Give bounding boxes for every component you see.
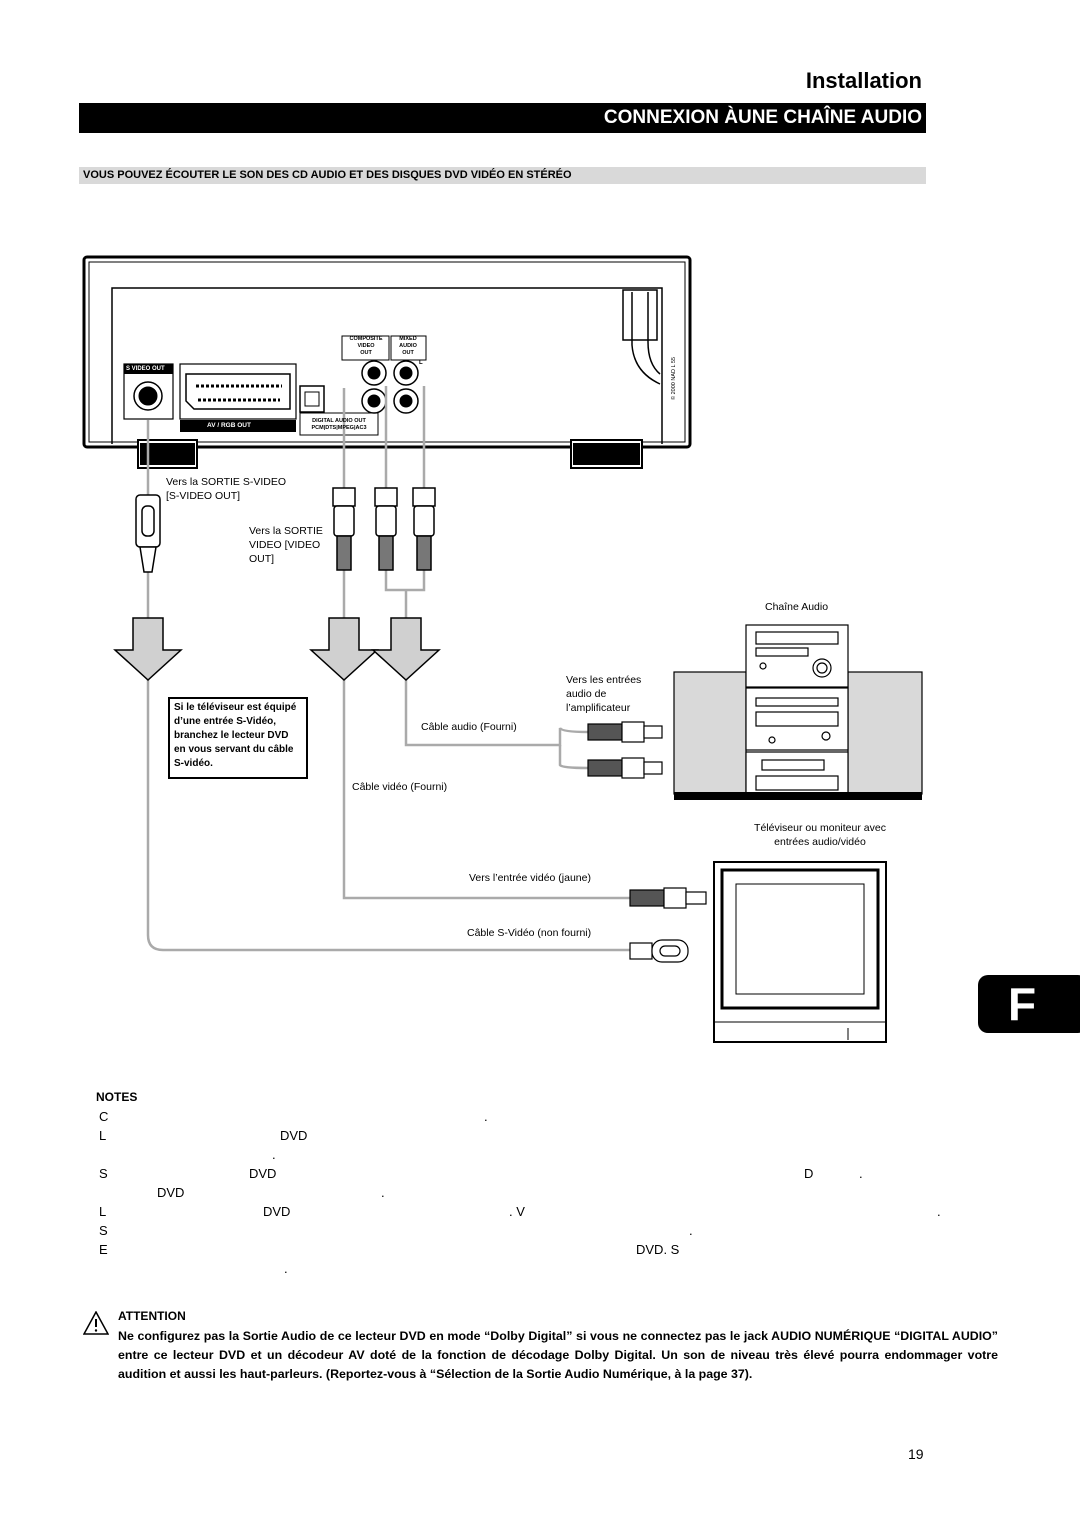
composite-line-3: OUT — [360, 350, 372, 356]
note-text: L — [99, 1128, 107, 1143]
note-text: . — [484, 1109, 488, 1124]
television — [713, 861, 887, 1043]
note-text: . — [284, 1261, 288, 1276]
label-to-amp-inputs: Vers les entrées audio de l’amplificateu… — [566, 673, 641, 715]
tip-line-3: branchez le lecteur DVD — [174, 730, 289, 741]
video-out-line-3: OUT] — [249, 553, 275, 565]
amp-inputs-line-1: Vers les entrées — [566, 674, 642, 686]
subtitle: VOUS POUVEZ ÉCOUTER LE SON DES CD AUDIO … — [79, 167, 926, 184]
svideo-out-jack-label: S VIDEO OUT — [126, 366, 165, 372]
tip-line-2: d’une entrée S-Vidéo, — [174, 716, 277, 727]
amp-inputs-line-3: l’amplificateur — [566, 702, 631, 714]
svideo-out-line-2: [S-VIDEO OUT] — [166, 490, 241, 502]
note-line: S . — [99, 1221, 959, 1240]
note-text: . V — [509, 1204, 525, 1219]
note-text: C — [99, 1109, 109, 1124]
note-text: S — [99, 1166, 108, 1181]
plugs — [135, 487, 436, 573]
note-text: L — [99, 1204, 107, 1219]
audio-system — [673, 624, 923, 800]
page-title-banner: CONNEXION ÀUNE CHAÎNE AUDIO — [79, 103, 926, 133]
label-tv-monitor: Téléviseur ou moniteur avec entrées audi… — [720, 821, 920, 849]
label-to-video-out: Vers la SORTIE VIDEO [VIDEO OUT] — [249, 524, 323, 566]
note-text: . — [381, 1185, 385, 1200]
note-text: DVD. S — [636, 1242, 680, 1257]
cables — [146, 386, 630, 952]
mixed-audio-label: MIXED AUDIO OUT — [391, 336, 425, 357]
note-line: DVD . — [99, 1183, 959, 1202]
label-to-svideo-out: Vers la SORTIE S-VIDEO [S-VIDEO OUT] — [166, 475, 286, 503]
svideo-tip-box: Si le téléviseur est équipé d’une entrée… — [168, 697, 308, 779]
note-line: C . — [99, 1107, 959, 1126]
composite-line-1: COMPOSITE — [349, 336, 383, 342]
svideo-out-line-1: Vers la SORTIE S-VIDEO — [166, 476, 287, 488]
digital-audio-out-label: DIGITAL AUDIO OUT PCM|DTS|MPEG|AC3 — [300, 418, 378, 432]
video-out-line-2: VIDEO [VIDEO — [249, 539, 321, 551]
attention-text: Ne configurez pas la Sortie Audio de ce … — [118, 1329, 998, 1381]
tip-line-5: S-vidéo. — [174, 758, 213, 769]
note-text: . — [272, 1147, 276, 1162]
note-line: L DVD — [99, 1126, 959, 1145]
tv-monitor-line-1: Téléviseur ou moniteur avec — [754, 822, 886, 834]
copyright-mark: © 2000 NAD L 55 — [671, 357, 677, 400]
label-audio-system: Chaîne Audio — [765, 601, 829, 613]
tv-monitor-line-2: entrées audio/vidéo — [774, 836, 866, 848]
side-plugs — [587, 721, 707, 963]
note-line: S DVD D . — [99, 1164, 959, 1183]
label-video-cable: Câble vidéo (Fourni) — [352, 781, 448, 793]
composite-video-label: COMPOSITE VIDEO OUT — [343, 336, 389, 357]
av-rgb-out-label: AV / RGB OUT — [207, 422, 251, 429]
composite-line-2: VIDEO — [357, 343, 375, 349]
label-svideo-cable: Câble S-Vidéo (non fourni) — [467, 927, 592, 939]
tip-line-1: Si le téléviseur est équipé — [174, 702, 297, 713]
page-number: 19 — [908, 1446, 924, 1462]
note-text: DVD — [249, 1166, 277, 1181]
note-text: DVD — [280, 1128, 308, 1143]
mixed-line-2: AUDIO — [399, 343, 417, 349]
note-line: . — [99, 1145, 959, 1164]
note-text: S — [99, 1223, 108, 1238]
note-text: E — [99, 1242, 108, 1257]
notes-heading: NOTES — [96, 1090, 138, 1104]
note-text: . — [859, 1166, 863, 1181]
note-text: DVD — [263, 1204, 291, 1219]
tip-line-4: en vous servant du câble — [174, 744, 294, 755]
label-to-video-input: Vers l’entrée vidéo (jaune) — [469, 872, 591, 884]
note-line: L DVD . V . — [99, 1202, 959, 1221]
warning-icon — [83, 1311, 109, 1335]
amp-inputs-line-2: audio de — [566, 688, 607, 700]
digital-line-2: PCM|DTS|MPEG|AC3 — [311, 425, 367, 431]
video-out-line-1: Vers la SORTIE — [249, 525, 323, 537]
section-title: Installation — [805, 68, 922, 93]
left-channel-mark: L — [419, 360, 423, 366]
language-tab: F — [978, 975, 1080, 1033]
attention-heading: ATTENTION — [118, 1309, 186, 1323]
note-text: . — [937, 1204, 941, 1219]
note-line: E DVD. S — [99, 1240, 959, 1259]
note-text: DVD — [157, 1185, 185, 1200]
notes-list: C . L DVD . S DVD D . DVD . L DVD . V . … — [99, 1107, 959, 1278]
note-text: D — [804, 1166, 814, 1181]
note-line: . — [99, 1259, 959, 1278]
mixed-line-1: MIXED — [399, 336, 417, 342]
mixed-line-3: OUT — [402, 350, 414, 356]
digital-line-1: DIGITAL AUDIO OUT — [312, 418, 366, 424]
label-audio-cable: Câble audio (Fourni) — [421, 721, 517, 733]
note-text: . — [689, 1223, 693, 1238]
arrows — [113, 617, 441, 682]
